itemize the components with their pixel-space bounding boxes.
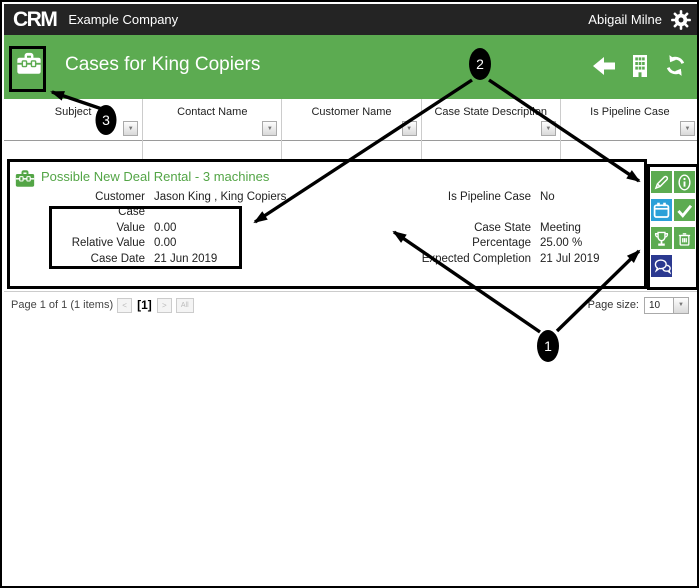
all-pages-button[interactable]: All: [175, 297, 194, 313]
field-value: Meeting: [540, 221, 581, 234]
trophy-button[interactable]: [651, 227, 672, 249]
column-filter-button[interactable]: ▼: [401, 121, 417, 136]
grid-body-columns: [4, 140, 697, 159]
trash-button[interactable]: [674, 227, 695, 249]
briefcase-icon: [14, 168, 36, 188]
field-label: Percentage: [472, 237, 531, 250]
page-title: Cases for King Copiers: [65, 54, 261, 75]
prev-page-button[interactable]: <: [117, 297, 133, 313]
field-value: No: [540, 191, 555, 203]
column-header-label: Contact Name: [177, 106, 248, 118]
refresh-icon[interactable]: [662, 52, 689, 79]
grid-body-cell: [422, 140, 561, 159]
record-field-row: Value 0.00 Case State Meeting: [4, 221, 644, 236]
column-header-label: Case State Description: [434, 106, 547, 118]
field-value: [154, 205, 394, 220]
field-label: Expected Completion: [421, 252, 531, 265]
field-label: Customer: [95, 191, 145, 203]
record-action-toolbar: [647, 164, 697, 290]
title-bar: Cases for King Copiers: [4, 35, 697, 99]
column-filter-button[interactable]: ▼: [540, 121, 556, 136]
column-header-contact-name[interactable]: Contact Name ▼: [143, 99, 283, 140]
column-header-customer-name[interactable]: Customer Name ▼: [282, 99, 422, 140]
case-record-card[interactable]: Possible New Deal Rental - 3 machines Cu…: [4, 159, 697, 290]
pencil-button[interactable]: [651, 171, 672, 193]
field-value: 21 Jun 2019: [154, 252, 218, 265]
current-page-button[interactable]: [1]: [137, 298, 152, 312]
briefcase-icon: [15, 50, 43, 76]
field-value: 0.00: [154, 221, 177, 234]
annotation-marker-1-label: 1: [544, 338, 552, 354]
field-value: 25.00 %: [540, 237, 583, 250]
field-value: Jason King , King Copiers: [154, 191, 287, 203]
record-field-row: Relative Value 0.00 Percentage 25.00 %: [4, 236, 644, 251]
grid-body-cell: [561, 140, 697, 159]
field-value: [540, 205, 644, 220]
crm-logo: CRM: [13, 7, 58, 31]
field-label: Case: [118, 206, 145, 219]
empty-cell: [674, 255, 695, 277]
field-label: Relative Value: [71, 237, 145, 250]
grid-body-cell: [143, 140, 283, 159]
field-value: 21 Jul 2019: [540, 252, 600, 265]
field-value: 0.00: [154, 237, 177, 250]
record-field-row: Case: [4, 205, 644, 220]
case-record-title[interactable]: Possible New Deal Rental - 3 machines: [41, 169, 270, 184]
annotation-marker-1: [537, 330, 559, 362]
record-field-row: Customer Jason King , King Copiers Is Pipe…: [4, 190, 644, 205]
building-icon[interactable]: [626, 52, 653, 79]
next-page-button[interactable]: >: [156, 297, 172, 313]
field-label: Case Date: [90, 252, 145, 265]
case-record-fields: Customer Jason King , King Copiers Is Pipe…: [4, 190, 644, 267]
column-header-label: Subject: [54, 106, 92, 118]
column-header-label: Is Pipeline Case: [590, 106, 670, 118]
grid-header-row: Subject▼Contact Name▼Customer Name▼Case …: [4, 99, 697, 141]
top-bar: CRM Example Company Abigail Milne: [4, 4, 697, 35]
column-filter-button[interactable]: ▼: [680, 121, 696, 136]
check-button[interactable]: [674, 199, 695, 221]
page-size-value: 10: [649, 299, 661, 311]
pagination-bar: Page 1 of 1 (1 items) < [1] > All Page s…: [4, 294, 697, 316]
page-size-label: Page size:: [587, 299, 639, 311]
field-label: Case State: [474, 221, 531, 234]
field-label: Value: [116, 221, 145, 234]
grid-body-cell: [4, 140, 144, 159]
chat-button[interactable]: [651, 255, 672, 277]
column-filter-button[interactable]: ▼: [123, 121, 139, 136]
field-label: Is Pipeline Case: [447, 191, 531, 203]
info-button[interactable]: [674, 171, 695, 193]
column-header-subject[interactable]: Subject ▼: [4, 99, 144, 140]
back-arrow-icon[interactable]: [590, 52, 617, 79]
column-header-label: Customer Name: [311, 106, 392, 118]
column-header-case-state-description[interactable]: Case State Description ▼: [422, 99, 561, 140]
page-size-select[interactable]: 10 ▼: [644, 296, 689, 314]
calendar-button[interactable]: [651, 199, 672, 221]
record-field-row: Case Date 21 Jun 2019 Expected Completion 2…: [4, 252, 644, 267]
field-label: [394, 205, 540, 220]
grid-body-cell: [282, 140, 422, 159]
column-header-is-pipeline-case[interactable]: Is Pipeline Case ▼: [561, 99, 697, 140]
column-filter-button[interactable]: ▼: [262, 121, 278, 136]
pagination-status: Page 1 of 1 (1 items): [11, 299, 114, 311]
company-name: Example Company: [68, 12, 179, 27]
grid-bottom-border: [4, 291, 697, 292]
user-name: Abigail Milne: [588, 12, 662, 27]
chevron-down-icon: ▼: [673, 297, 688, 313]
title-actions: [590, 52, 689, 79]
gear-icon[interactable]: [670, 9, 692, 31]
